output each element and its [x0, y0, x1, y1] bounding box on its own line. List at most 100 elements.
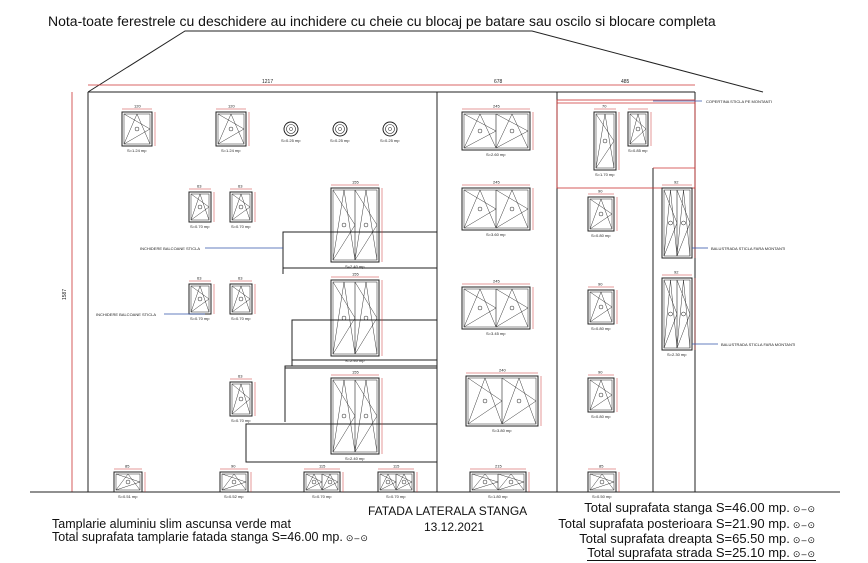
opening-mark — [354, 189, 378, 261]
opening-mark — [663, 189, 678, 257]
total-left: Total suprafata stanga S=46.00 mp.⊙–⊙ — [584, 500, 816, 515]
section-symbol: ⊙–⊙ — [792, 549, 816, 559]
window-sash — [190, 193, 210, 221]
window-width-label: 155 — [352, 272, 359, 277]
window-area-label: S=0.25 mp — [330, 138, 350, 143]
window-width-label: 155 — [352, 180, 359, 185]
handle-icon — [598, 211, 604, 217]
window-sash — [115, 473, 141, 491]
handle-icon — [477, 305, 483, 311]
window-area-label: S=0.70 mp — [386, 494, 406, 499]
window-area-label: S=0.70 mp — [312, 494, 332, 499]
opening-mark — [589, 379, 613, 411]
opening-mark — [332, 189, 356, 261]
window-width-label: 85 — [599, 464, 604, 469]
window-width-label: 245 — [493, 104, 500, 109]
window-frame — [377, 471, 415, 493]
window-sash — [629, 113, 647, 145]
window-2: S=0.25 mp — [281, 121, 301, 143]
window-frame — [215, 111, 247, 147]
drawing-title: FATADA LATERALA STANGA — [368, 504, 528, 518]
opening-mark — [663, 279, 678, 349]
window-sash — [589, 291, 613, 323]
opening-mark — [332, 281, 356, 355]
handle-icon — [125, 479, 131, 485]
opening-mark — [589, 291, 613, 323]
window-frame — [587, 196, 615, 232]
opening-mark — [305, 473, 323, 491]
round-window-frame — [382, 121, 398, 137]
annotation-balustrada-2: BALUSTRADA STICLA FARA MONTANTI — [721, 342, 795, 347]
total-street: Total suprafata strada S=25.10 mp.⊙–⊙ — [587, 545, 816, 561]
window-area-label: S=0.70 mp — [190, 224, 210, 229]
window-sash — [595, 113, 615, 169]
dimension-lines — [71, 84, 695, 492]
handle-icon — [482, 398, 488, 404]
opening-mark — [115, 473, 141, 491]
dim-mid-width: 678 — [494, 79, 503, 85]
handle-icon — [363, 315, 369, 321]
annotation-copertina: COPERTINA STICLA PE MONTANTI — [706, 99, 772, 104]
red-frames — [556, 99, 696, 189]
window-sash — [589, 473, 615, 491]
window-frame — [330, 187, 380, 263]
window-area-label: S=1.24 mp — [127, 148, 147, 153]
opening-mark — [463, 288, 497, 328]
opening-mark — [190, 285, 210, 313]
opening-mark — [495, 288, 529, 328]
window-29: 85S=0.50 mp — [587, 464, 620, 499]
window-6: 70S=1.70 mp — [593, 104, 620, 177]
window-3: S=0.25 mp — [330, 121, 350, 143]
window-frame — [461, 111, 531, 151]
window-area-label: S=2.60 mp — [486, 152, 506, 157]
opening-mark — [305, 473, 323, 491]
window-area-label: S=2.40 mp — [345, 264, 365, 269]
opening-mark — [190, 193, 210, 221]
opening-mark — [332, 379, 356, 453]
opening-mark — [589, 291, 613, 323]
window-area-label: S=0.25 mp — [380, 138, 400, 143]
opening-mark — [190, 285, 210, 313]
opening-mark — [501, 377, 537, 425]
window-sash — [221, 473, 247, 491]
window-frame — [461, 286, 531, 330]
section-symbol: ⊙–⊙ — [792, 535, 816, 545]
opening-mark — [221, 473, 247, 491]
material-note: Tamplarie aluminiu slim ascunsa verde ma… — [52, 517, 291, 531]
window-width-label: 63 — [197, 276, 202, 281]
handle-icon — [134, 126, 140, 132]
handle-icon — [238, 296, 244, 302]
handle-icon — [228, 126, 234, 132]
opening-mark — [217, 113, 245, 145]
window-24: 85S=0.51 mp — [113, 464, 146, 499]
window-12: 90S=0.80 mp — [587, 189, 618, 238]
handle-icon — [197, 204, 203, 210]
window-area-label: S=0.80 mp — [591, 326, 611, 331]
window-sash — [123, 113, 151, 145]
dim-right-width: 485 — [621, 79, 630, 85]
window-width-label: 92 — [674, 180, 679, 185]
window-frame — [330, 377, 380, 455]
total-right-text: Total suprafata dreapta S=65.50 mp. — [579, 531, 790, 546]
balconies — [245, 231, 438, 463]
window-width-label: 120 — [134, 104, 141, 109]
opening-mark — [629, 113, 647, 145]
dim-total-width: 1217 — [262, 79, 273, 85]
window-area-label: S=3.60 mp — [486, 232, 506, 237]
window-frame — [469, 471, 527, 493]
window-area-label: S=2.40 mp — [345, 358, 365, 363]
opening-mark — [332, 379, 356, 453]
window-area-label: S=0.70 mp — [190, 316, 210, 321]
opening-mark — [379, 473, 397, 491]
window-width-label: 155 — [352, 370, 359, 375]
opening-mark — [676, 189, 691, 257]
window-area-label: S=3.45 mp — [486, 331, 506, 336]
total-left-text: Total suprafata stanga S=46.00 mp. — [584, 500, 790, 515]
dim-total-height: 1587 — [62, 289, 68, 300]
window-area-label: S=0.80 mp — [591, 233, 611, 238]
